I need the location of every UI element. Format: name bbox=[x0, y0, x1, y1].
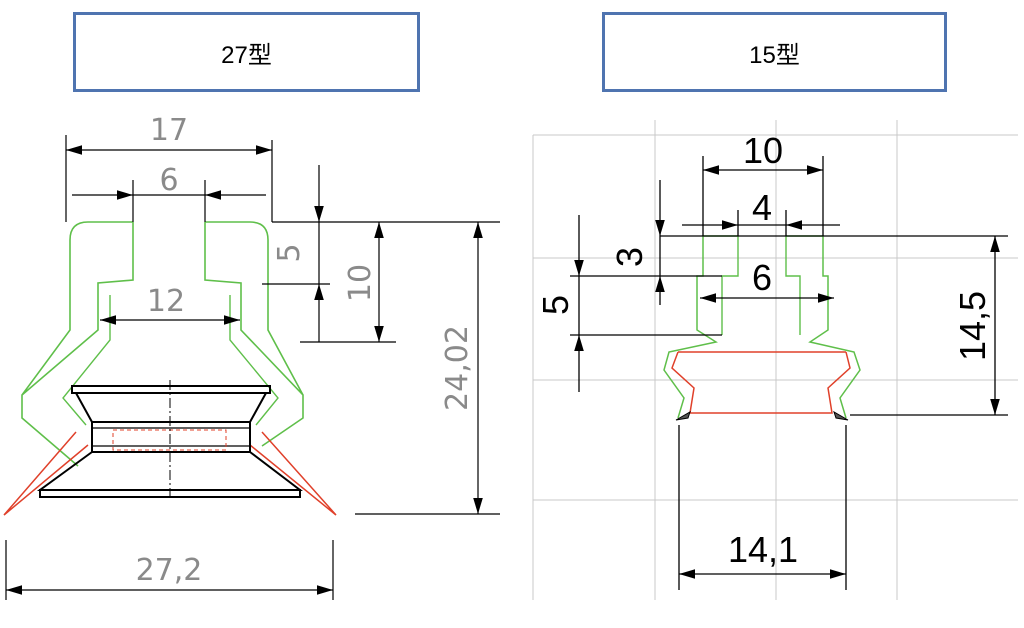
model-15-title-box: 15型 bbox=[602, 12, 947, 92]
dim-27-top-width: 17 bbox=[150, 113, 188, 148]
grid-15 bbox=[532, 120, 1018, 600]
dim-27-stem-width: 6 bbox=[159, 163, 178, 198]
cup-27-lip-right bbox=[249, 431, 337, 516]
model-15-drawing: 10 4 3 6 5 14,5 14,1 bbox=[532, 120, 1018, 600]
dim-15-stem-width: 4 bbox=[752, 187, 772, 228]
dim-27-neck-height: 5 bbox=[272, 243, 307, 262]
dim-15-neck-height: 3 bbox=[609, 247, 650, 267]
dim-27-inner-width: 12 bbox=[147, 284, 185, 319]
cup-27-outline bbox=[21, 221, 304, 467]
dim-15-total-height: 14,5 bbox=[952, 291, 993, 361]
dim-15-inner-width: 6 bbox=[752, 257, 772, 298]
model-27-drawing: 17 6 12 5 10 24,02 27,2 bbox=[3, 113, 500, 600]
dim-27-stem-height: 10 bbox=[343, 264, 378, 302]
dim-27-bottom-width: 27,2 bbox=[136, 553, 203, 588]
cup-15-outline bbox=[663, 235, 861, 419]
dim-15-stem-height: 5 bbox=[535, 295, 576, 315]
model-15-title: 15型 bbox=[749, 41, 800, 69]
cup-27-lip-left bbox=[3, 431, 89, 516]
dim-27-total-height: 24,02 bbox=[440, 325, 475, 411]
dim-15-top-width: 10 bbox=[743, 130, 783, 171]
model-27-title: 27型 bbox=[221, 41, 272, 69]
dim-15-bottom-width: 14,1 bbox=[728, 529, 798, 570]
cup-15-inner bbox=[721, 236, 801, 335]
cup-15-rim bbox=[675, 410, 849, 421]
cup-15-red bbox=[671, 351, 851, 414]
model-27-title-box: 27型 bbox=[73, 12, 420, 92]
